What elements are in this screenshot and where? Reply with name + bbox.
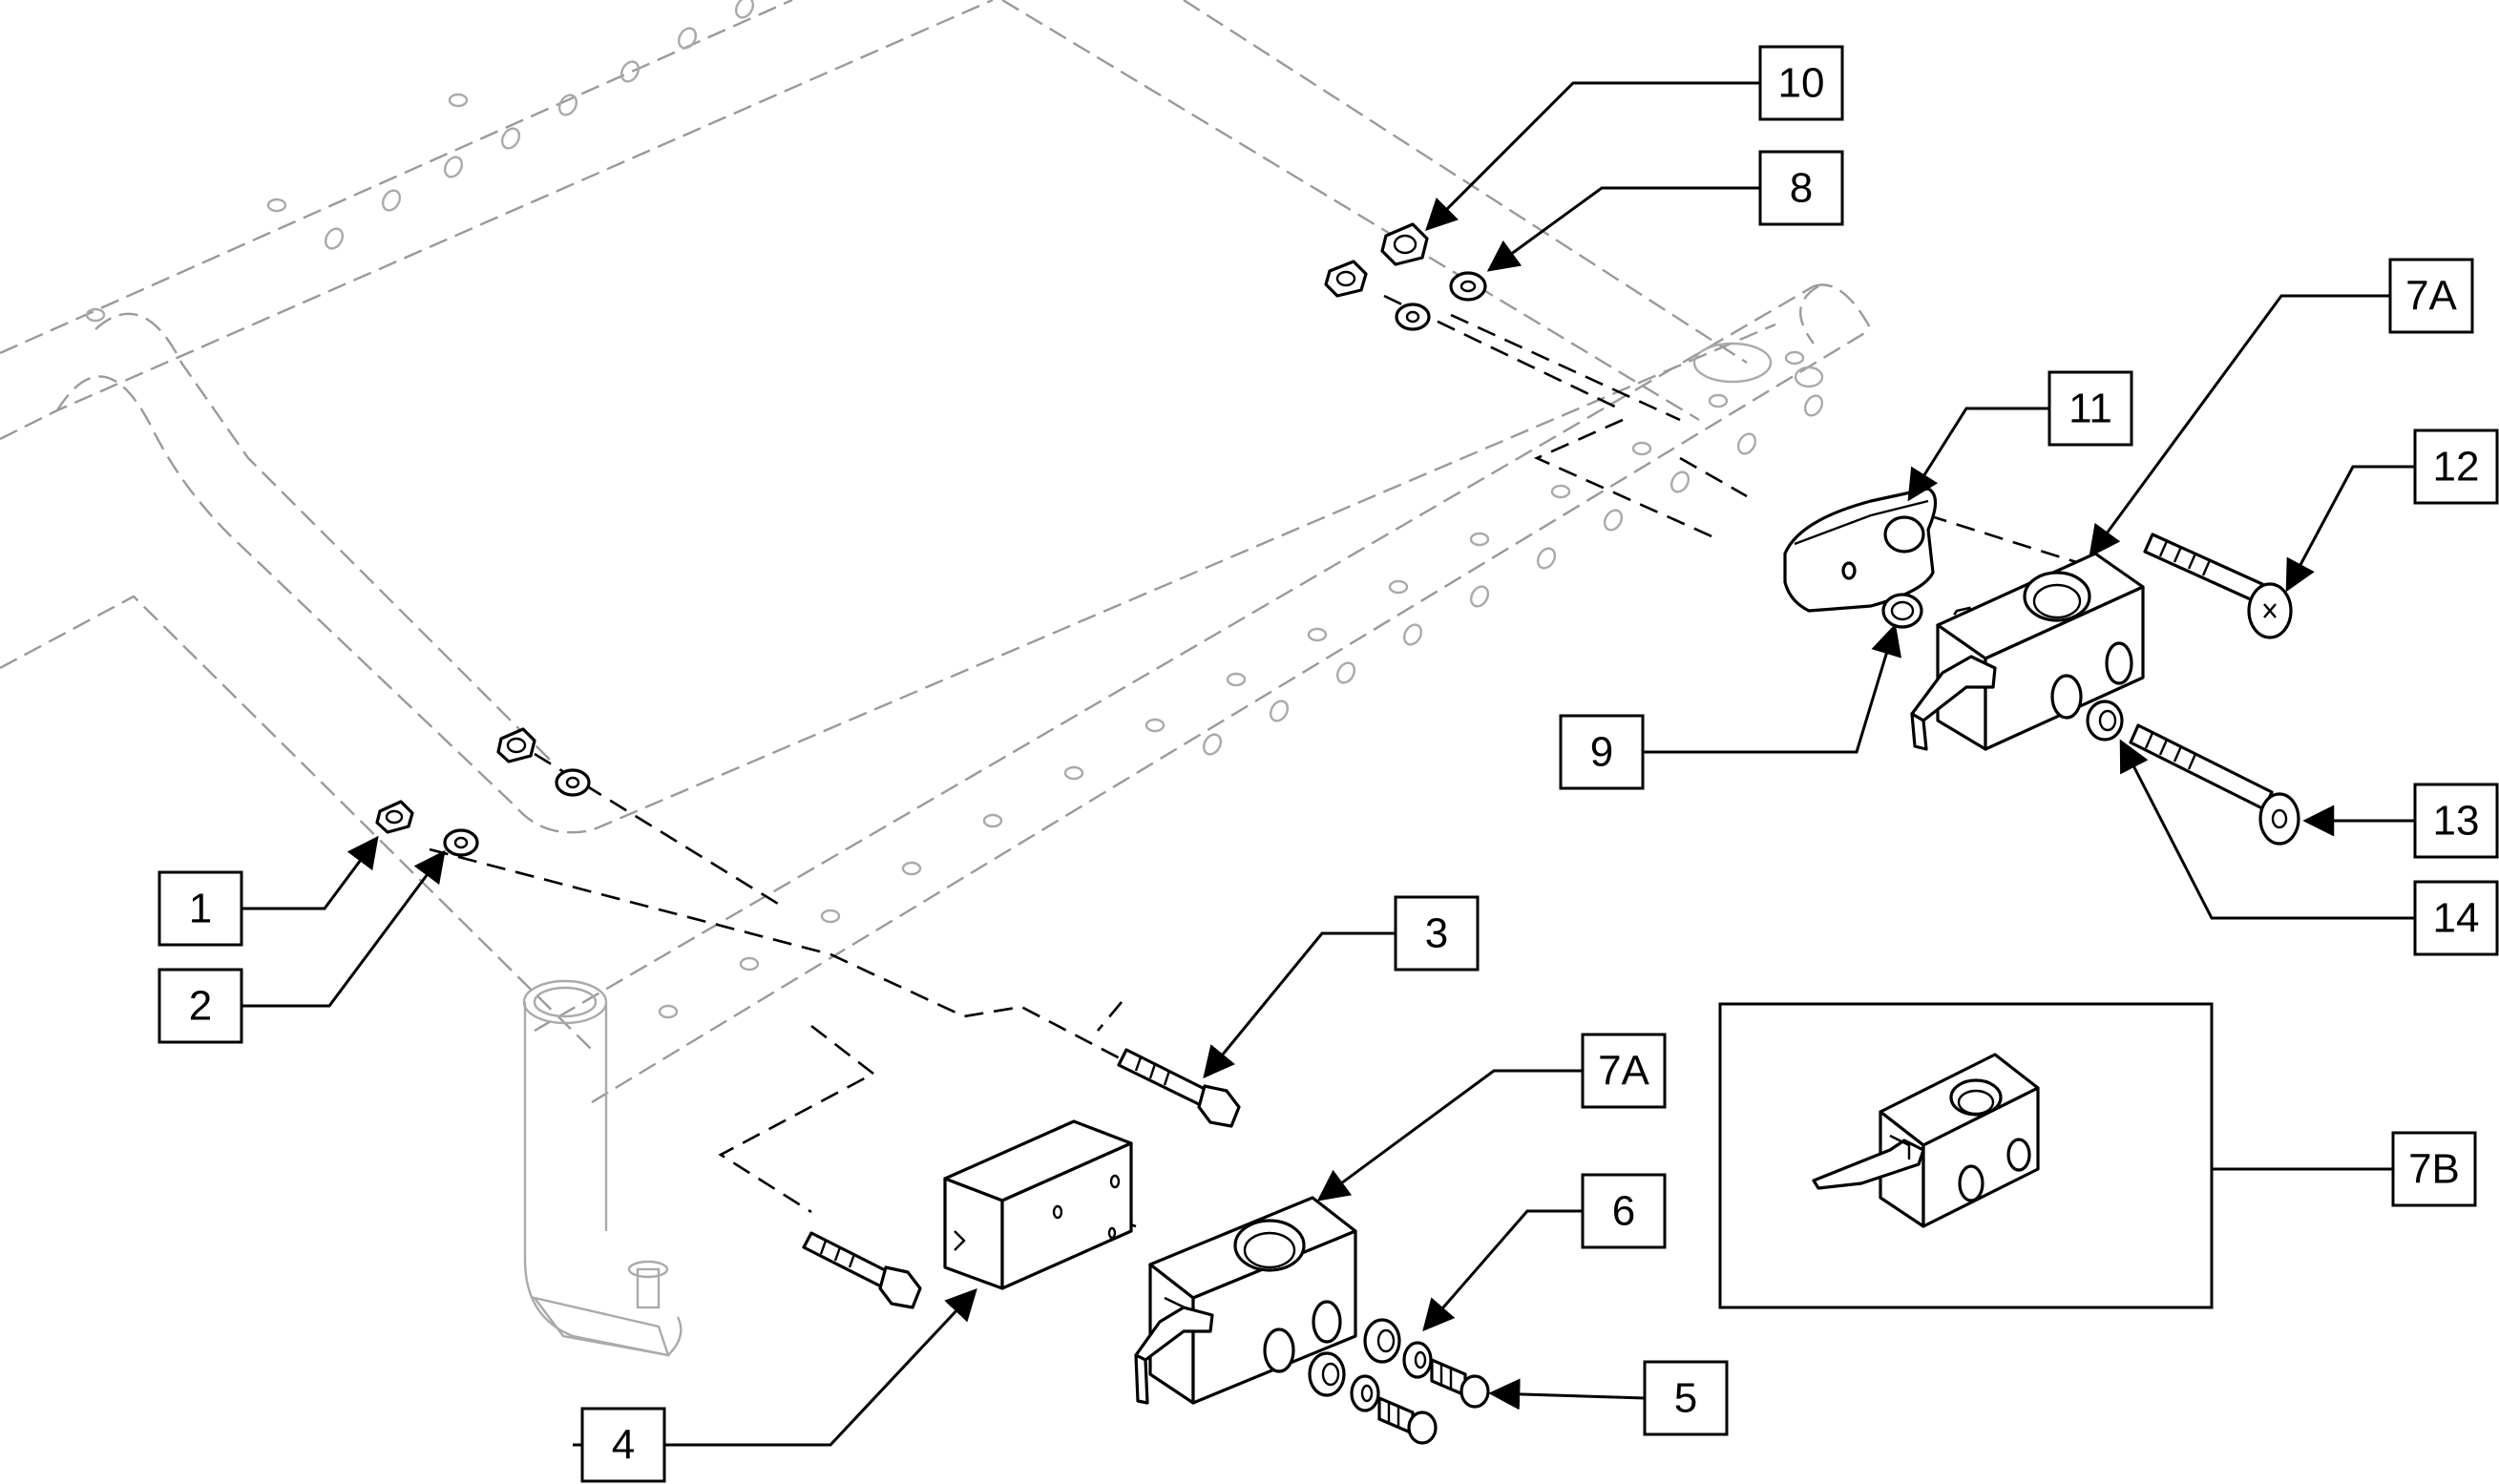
bolt-part-13: [2129, 723, 2300, 846]
callout-4-label: 4: [612, 1422, 635, 1469]
callout-7a-upper-label: 7A: [2405, 273, 2457, 320]
callout-4: 4: [580, 1407, 666, 1483]
washer-part-2: [443, 828, 479, 857]
callout-11-label: 11: [2068, 386, 2112, 432]
screw-part-5: [1377, 1358, 1490, 1445]
bolt-lower-left: [802, 1231, 922, 1309]
callout-6-label: 6: [1612, 1188, 1635, 1235]
callout-14-label: 14: [2433, 895, 2480, 942]
clamp-block-lower-7a: [1134, 1196, 1357, 1405]
callout-11: 11: [2048, 370, 2133, 447]
callout-7a-lower: 7A: [1581, 1033, 1667, 1109]
spacer-part-6: [1308, 1318, 1433, 1412]
callout-9: 9: [1559, 714, 1645, 790]
nut-part-10: [1380, 222, 1429, 266]
callout-8-label: 8: [1790, 165, 1813, 212]
callout-14: 14: [2413, 880, 2499, 956]
washer-part-8: [1449, 271, 1487, 302]
callout-3-label: 3: [1425, 910, 1448, 957]
inset-7b: [1718, 1002, 2214, 1309]
bolt-part-12: [2143, 533, 2293, 639]
nut-upper-left: [496, 727, 536, 763]
callout-2: 2: [158, 968, 243, 1044]
callout-7a-lower-label: 7A: [1598, 1048, 1649, 1095]
hardware: [375, 222, 2300, 1445]
spacer-block-part-11: [1783, 487, 1938, 613]
bracket-part-4: [943, 1119, 1133, 1290]
washer-upper-left: [555, 768, 591, 797]
callout-10: 10: [1758, 45, 1844, 121]
callout-3: 3: [1394, 895, 1480, 972]
callout-7b: 7B: [2391, 1131, 2477, 1207]
callout-7a-upper: 7A: [2388, 258, 2474, 334]
callout-13: 13: [2413, 783, 2499, 859]
callout-9-label: 9: [1590, 729, 1613, 776]
bolt-part-3: [1117, 1048, 1241, 1128]
callout-7b-label: 7B: [2408, 1146, 2460, 1193]
callout-5: 5: [1643, 1360, 1729, 1436]
rail-holes: [85, 0, 755, 323]
callout-1: 1: [158, 870, 243, 947]
spacer-part-14: [2086, 700, 2124, 742]
callout-2-label: 2: [189, 983, 212, 1030]
leader-lines: [242, 81, 2415, 1447]
callout-12-label: 12: [2433, 444, 2480, 491]
callout-6: 6: [1581, 1173, 1667, 1249]
nut-part-10b: [1324, 260, 1368, 298]
nut-part-1: [375, 800, 414, 834]
callout-12: 12: [2413, 428, 2499, 505]
callout-10-label: 10: [1778, 60, 1825, 107]
callout-13-label: 13: [2433, 798, 2480, 845]
callout-1-label: 1: [189, 886, 212, 932]
tube-holes: [658, 350, 1824, 1019]
washer-part-9: [1881, 593, 1923, 629]
callout-5-label: 5: [1674, 1375, 1697, 1422]
washer-part-8b: [1395, 303, 1431, 331]
ghost-frame: [0, 0, 1873, 1357]
clamp-block-upper-7a: [1910, 552, 2145, 751]
callout-8: 8: [1758, 150, 1844, 226]
